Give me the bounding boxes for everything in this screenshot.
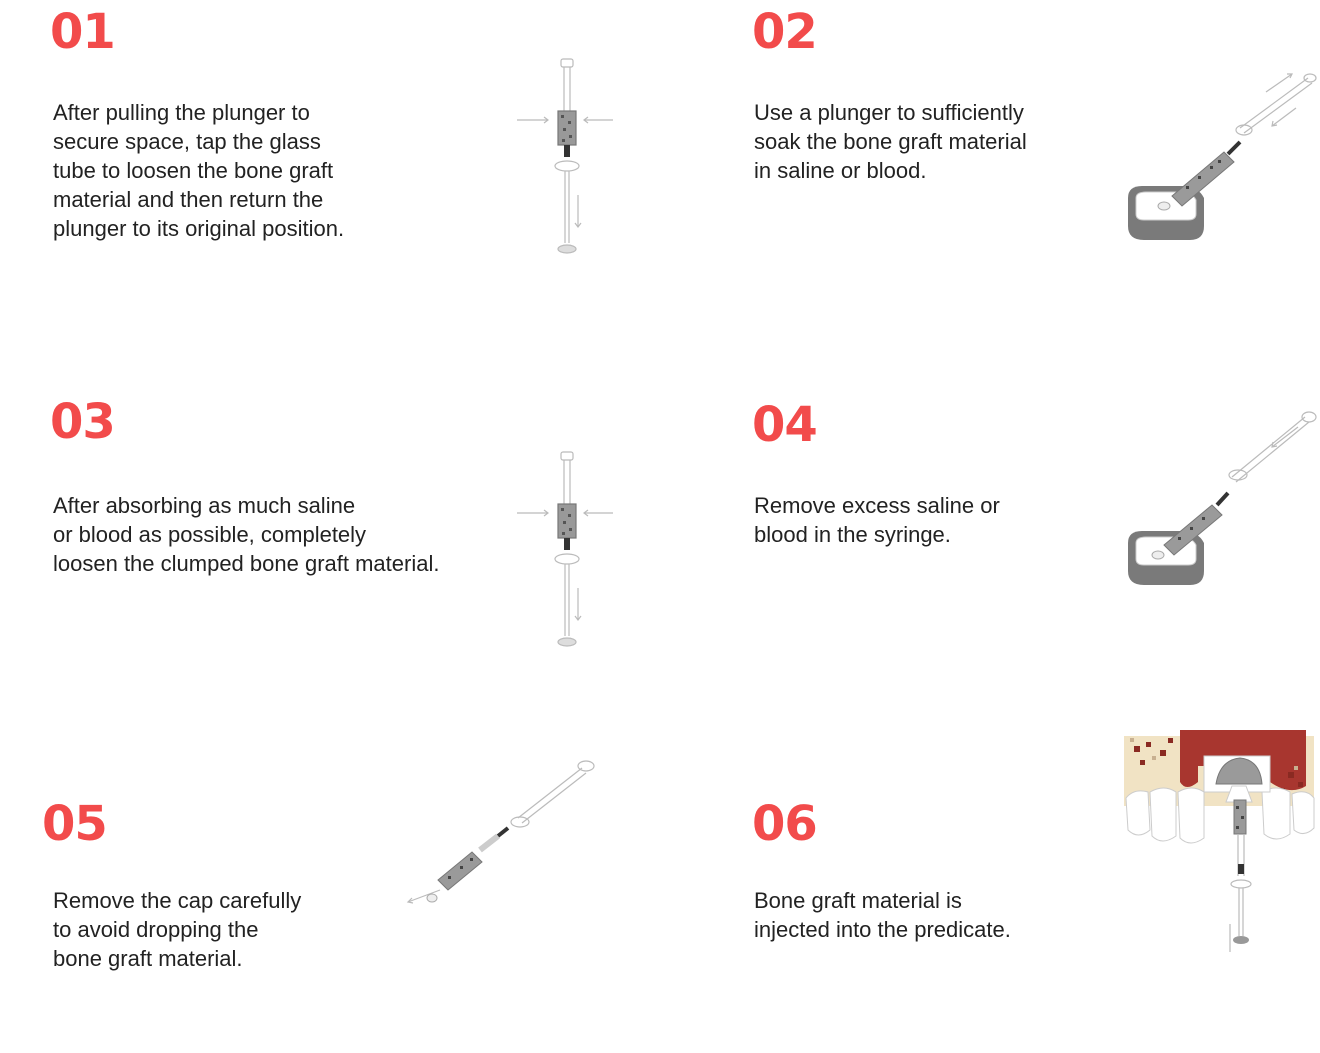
step-description: Bone graft material is injected into the… (754, 888, 1011, 942)
step-number: 05 (42, 796, 108, 852)
step-number: 02 (752, 4, 818, 60)
vertical-syringe-tap-illustration (517, 451, 613, 647)
step-description: Use a plunger to sufficiently soak the b… (754, 100, 1027, 183)
step-description: Remove the cap carefully to avoid droppi… (53, 888, 302, 971)
graft-injection-jaw-illustration (1124, 730, 1315, 952)
step-number: 06 (752, 796, 818, 852)
syringe-remove-cap-illustration (406, 760, 595, 904)
syringe-remove-excess-illustration (1128, 411, 1317, 585)
step-description: After absorbing as much saline or blood … (53, 493, 440, 576)
step-description: After pulling the plunger to secure spac… (53, 100, 345, 241)
step-number: 01 (50, 4, 116, 60)
step-description: Remove excess saline or blood in the syr… (754, 493, 1000, 547)
vertical-syringe-tap-illustration (517, 58, 613, 254)
step-number: 04 (752, 397, 818, 453)
step-number: 03 (50, 394, 116, 450)
syringe-in-saline-dish-illustration (1128, 73, 1317, 240)
